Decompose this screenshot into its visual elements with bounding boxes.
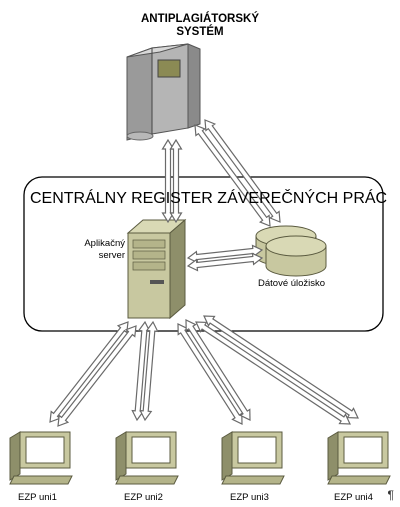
top-system-title: ANTIPLAGIÁTORSKÝ SYSTÉM bbox=[0, 13, 400, 39]
computer-icon-uni3 bbox=[221, 431, 285, 485]
app-server-label: Aplikačný server bbox=[55, 238, 125, 262]
arrow-top-to-app-left bbox=[161, 138, 175, 224]
arrow-app-uni1-b bbox=[57, 325, 137, 427]
arrow-app-uni1-a bbox=[49, 321, 129, 423]
app-server-label-line2: server bbox=[98, 250, 125, 261]
arrow-app-uni4-a bbox=[195, 321, 351, 425]
pilcrow-mark: ¶ bbox=[387, 488, 394, 502]
arrow-app-uni4-b bbox=[203, 315, 359, 419]
arrow-app-uni3-b bbox=[185, 319, 251, 421]
computer-icon-uni1 bbox=[9, 431, 73, 485]
top-system-title-line2: SYSTÉM bbox=[176, 26, 224, 38]
registry-title: CENTRÁLNY REGISTER ZÁVEREČNÝCH PRÁC bbox=[30, 190, 388, 207]
top-system-title-line1: ANTIPLAGIÁTORSKÝ bbox=[141, 13, 259, 25]
arrow-app-uni2-b bbox=[139, 320, 159, 422]
client-label-uni2: EZP uni2 bbox=[124, 492, 163, 503]
top-server-tower-icon bbox=[126, 43, 201, 141]
computer-icon-uni4 bbox=[327, 431, 391, 485]
arrow-top-to-storage-2 bbox=[204, 119, 281, 223]
app-server-label-line1: Aplikačný bbox=[84, 238, 125, 249]
database-icon bbox=[255, 225, 327, 277]
arrow-app-storage-2 bbox=[186, 252, 264, 272]
client-label-uni4: EZP uni4 bbox=[334, 492, 373, 503]
app-server-icon bbox=[126, 218, 187, 320]
registry-container bbox=[23, 176, 384, 332]
client-label-uni3: EZP uni3 bbox=[230, 492, 269, 503]
storage-label: Dátové úložisko bbox=[258, 278, 326, 289]
computer-icon-uni2 bbox=[115, 431, 179, 485]
client-label-uni1: EZP uni1 bbox=[18, 492, 57, 503]
arrow-top-to-storage-1 bbox=[194, 124, 271, 227]
arrow-app-uni3-a bbox=[177, 323, 243, 425]
arrow-app-storage-1 bbox=[186, 244, 264, 264]
arrow-top-to-app-right bbox=[169, 138, 183, 224]
